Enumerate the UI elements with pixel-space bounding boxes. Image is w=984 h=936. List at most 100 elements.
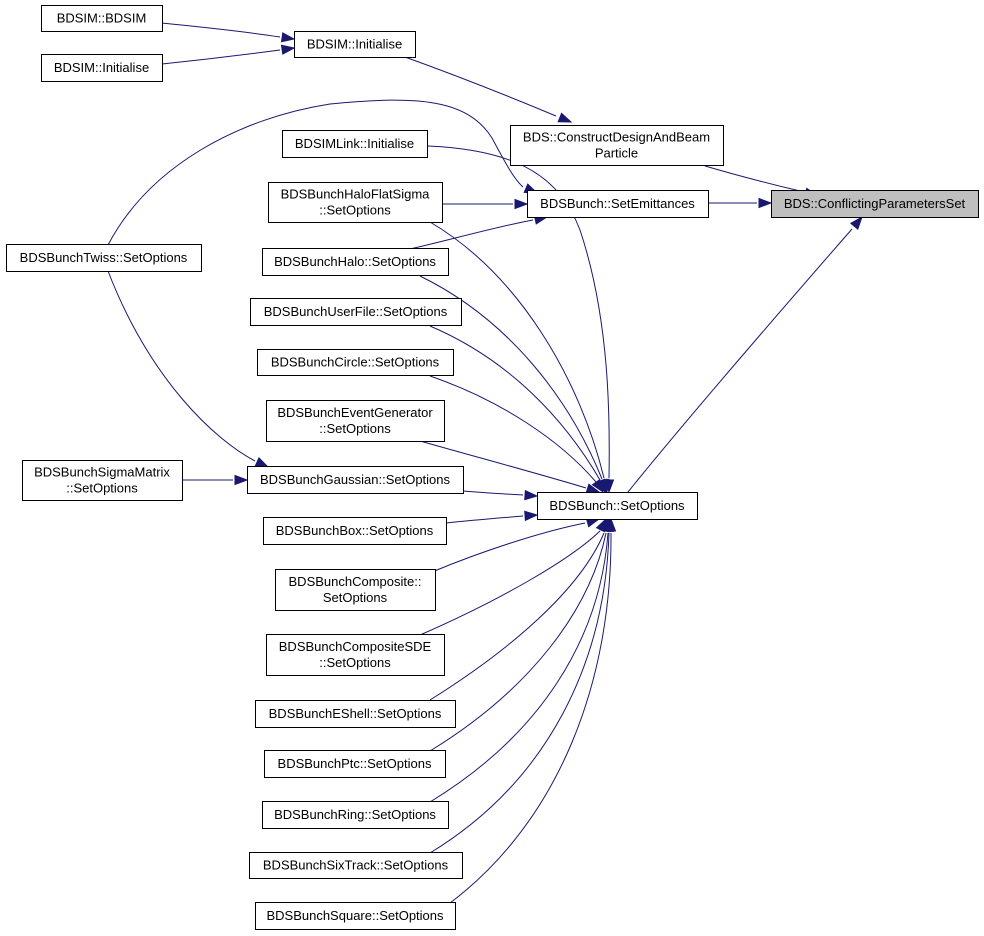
edge-line	[704, 165, 801, 192]
node-box[interactable]	[527, 190, 709, 218]
node-box[interactable]	[282, 130, 428, 158]
node-box[interactable]	[510, 125, 724, 166]
node-link[interactable]: BDSIMLink::Initialise	[282, 130, 428, 158]
arrowhead	[234, 474, 249, 486]
node-box[interactable]	[262, 248, 449, 276]
node-label-line: ::SetOptions	[319, 203, 391, 218]
node-label-line: BDSBunchSixTrack::SetOptions	[263, 858, 449, 873]
node-label-line: BDSBunchHalo::SetOptions	[274, 254, 436, 269]
node-box[interactable]	[249, 852, 463, 879]
edge-line	[429, 221, 605, 479]
edge-line	[161, 22, 281, 38]
arrowhead	[591, 478, 604, 494]
node-sixtrack[interactable]: BDSBunchSixTrack::SetOptions	[249, 852, 463, 879]
node-eshell[interactable]: BDSBunchEShell::SetOptions	[255, 700, 456, 728]
node-label-line: BDSBunchCircle::SetOptions	[271, 355, 440, 370]
node-box[interactable]	[262, 801, 449, 829]
node-bdsim-init2[interactable]: BDSIM::Initialise	[41, 54, 163, 82]
node-square[interactable]: BDSBunchSquare::SetOptions	[255, 902, 456, 930]
node-box[interactable]	[41, 5, 163, 32]
node-haloflat[interactable]: BDSBunchHaloFlatSigma::SetOptions	[268, 182, 443, 223]
node-bdsim-bdsim[interactable]: BDSIM::BDSIM	[41, 5, 163, 32]
arrowhead	[524, 510, 539, 522]
node-label-line: BDSBunchHaloFlatSigma	[281, 187, 431, 202]
node-eventgen[interactable]: BDSBunchEventGenerator::SetOptions	[266, 400, 445, 442]
node-ptc[interactable]: BDSBunchPtc::SetOptions	[264, 750, 446, 778]
node-box[interactable]	[771, 190, 979, 218]
node-label-line: BDSIM::BDSIM	[57, 11, 147, 26]
edge-line	[627, 228, 853, 493]
node-label-line: BDSBunch::SetEmittances	[540, 196, 695, 211]
edge-line	[431, 522, 586, 573]
node-box[interactable]	[268, 182, 443, 223]
edge-square-to-setopt	[449, 517, 617, 904]
node-box[interactable]	[255, 700, 456, 728]
edge-line	[429, 532, 605, 701]
node-label-line: BDSBunchEShell::SetOptions	[269, 706, 442, 721]
node-box[interactable]: BDSBunchBox::SetOptions	[263, 517, 447, 545]
node-box[interactable]	[264, 750, 446, 778]
node-label-line: Particle	[595, 146, 638, 161]
edge-init-to-cdabp	[404, 56, 573, 123]
arrowhead	[758, 197, 773, 209]
node-box[interactable]	[537, 492, 698, 520]
node-sigmat[interactable]: BDSBunchSigmaMatrix::SetOptions	[22, 460, 183, 501]
arrowhead	[849, 215, 863, 230]
node-label-line: BDSBunchSigmaMatrix	[34, 465, 170, 480]
node-box[interactable]	[255, 902, 456, 930]
edge-line	[429, 532, 610, 854]
edge-line	[429, 532, 609, 803]
node-userfile[interactable]: BDSBunchUserFile::SetOptions	[250, 298, 462, 326]
node-label-line: BDSBunchEventGenerator	[277, 405, 433, 420]
node-composite[interactable]: BDSBunchComposite::SetOptions	[275, 569, 436, 611]
node-box[interactable]	[263, 517, 447, 545]
node-box[interactable]	[294, 31, 416, 58]
arrowhead	[605, 517, 617, 532]
node-box[interactable]	[266, 634, 445, 676]
node-box[interactable]	[247, 466, 464, 494]
arrowhead	[254, 457, 270, 468]
node-label-line: BDS::ConstructDesignAndBeam	[523, 130, 710, 145]
edge-setopt-to-root	[627, 215, 863, 493]
edge-line	[404, 56, 557, 117]
edge-line	[419, 275, 603, 480]
edge-circle-to-setopt	[429, 375, 604, 494]
node-label-line: ::SetOptions	[66, 481, 138, 496]
edge-haloflat-to-setemit	[442, 198, 529, 210]
nodes-layer: BDS::ConflictingParametersSet BDS::Constr…	[6, 5, 979, 930]
node-setopt[interactable]: BDSBunch::SetOptions	[537, 492, 698, 520]
node-label-line: BDSBunchSquare::SetOptions	[266, 908, 444, 923]
node-label-line: BDSBunchComposite::	[289, 574, 422, 589]
edge-line	[429, 532, 607, 752]
arrowhead	[280, 32, 296, 43]
edge-box-to-setopt	[445, 510, 539, 524]
node-box[interactable]	[41, 54, 163, 82]
node-box[interactable]	[266, 400, 445, 442]
node-gauss[interactable]: BDSBunchGaussian::SetOptions	[247, 466, 464, 494]
edge-line	[445, 515, 524, 524]
node-init[interactable]: BDSIM::Initialise	[294, 31, 416, 58]
node-box[interactable]	[275, 569, 436, 611]
node-ring[interactable]: BDSBunchRing::SetOptions	[262, 801, 449, 829]
node-root[interactable]: BDS::ConflictingParametersSet	[771, 190, 979, 218]
edge-compsde-to-setopt	[419, 517, 607, 636]
edge-line	[449, 532, 612, 904]
node-setemit[interactable]: BDSBunch::SetEmittances	[527, 190, 709, 218]
node-halo[interactable]: BDSBunchHalo::SetOptions	[262, 248, 449, 276]
node-twiss[interactable]: BDSBunchTwiss::SetOptions	[6, 244, 202, 272]
node-compsde[interactable]: BDSBunchCompositeSDE::SetOptions	[266, 634, 445, 676]
node-label-line: BDSBunchUserFile::SetOptions	[264, 304, 448, 319]
node-box[interactable]	[250, 298, 462, 326]
edge-line	[107, 99, 524, 246]
arrowhead	[524, 489, 539, 501]
node-box[interactable]	[257, 349, 454, 376]
edge-line	[462, 490, 524, 496]
node-circle[interactable]: BDSBunchCircle::SetOptions	[257, 349, 454, 376]
arrowhead	[280, 44, 296, 55]
node-box[interactable]	[6, 244, 202, 272]
edge-twiss-to-gauss	[107, 270, 270, 468]
node-label-line: BDSIM::Initialise	[54, 60, 149, 75]
node-box[interactable]	[22, 460, 183, 501]
